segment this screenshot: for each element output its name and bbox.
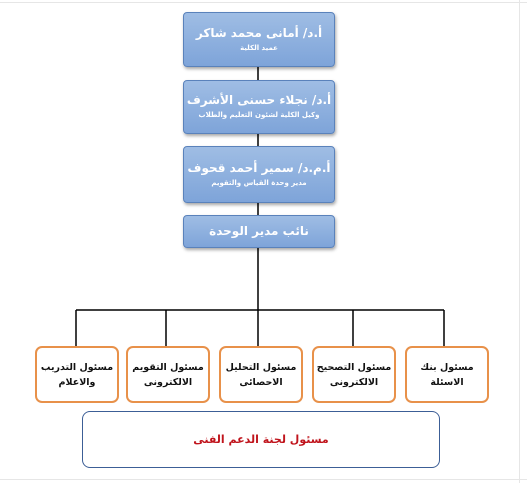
box-electronic-evaluation: مسئول التقويم الالكترونى	[126, 346, 210, 403]
box-dean: أ.د/ أمانى محمد شاكر عميد الكلية	[183, 12, 335, 67]
box-vice-dean: أ.د/ نجلاء حسنى الأشرف وكيل الكلية لشئون…	[183, 80, 335, 134]
box-training-media: مسئول التدريب والاعلام	[35, 346, 119, 403]
deputy-director-title: نائب مدير الوحدة	[209, 224, 309, 238]
vice-dean-role: وكيل الكلية لشئون التعليم والطلاب	[198, 111, 320, 119]
frame-line-bottom	[0, 479, 527, 480]
unit-director-role: مدير وحدة القياس والتقويم	[211, 178, 307, 187]
box-statistical-analysis: مسئول التحليل الاحصائى	[219, 346, 303, 403]
dean-name: أ.د/ أمانى محمد شاكر	[195, 25, 323, 40]
box-technical-support: مسئول لجنة الدعم الفنى	[82, 411, 440, 468]
frame-line-right	[519, 0, 520, 483]
box-electronic-correction: مسئول التصحيح الالكترونى	[312, 346, 396, 403]
technical-support-label: مسئول لجنة الدعم الفنى	[193, 433, 329, 446]
box-unit-director: أ.م.د/ سمير أحمد قحوف مدير وحدة القياس و…	[183, 146, 335, 203]
box-deputy-director: نائب مدير الوحدة	[183, 215, 335, 248]
frame-line-top	[0, 2, 527, 3]
box-question-bank: مسئول بنك الاسئلة	[405, 346, 489, 403]
vice-dean-name: أ.د/ نجلاء حسنى الأشرف	[186, 93, 332, 107]
unit-director-name: أ.م.د/ سمير أحمد قحوف	[187, 160, 331, 175]
dean-role: عميد الكلية	[240, 43, 278, 52]
